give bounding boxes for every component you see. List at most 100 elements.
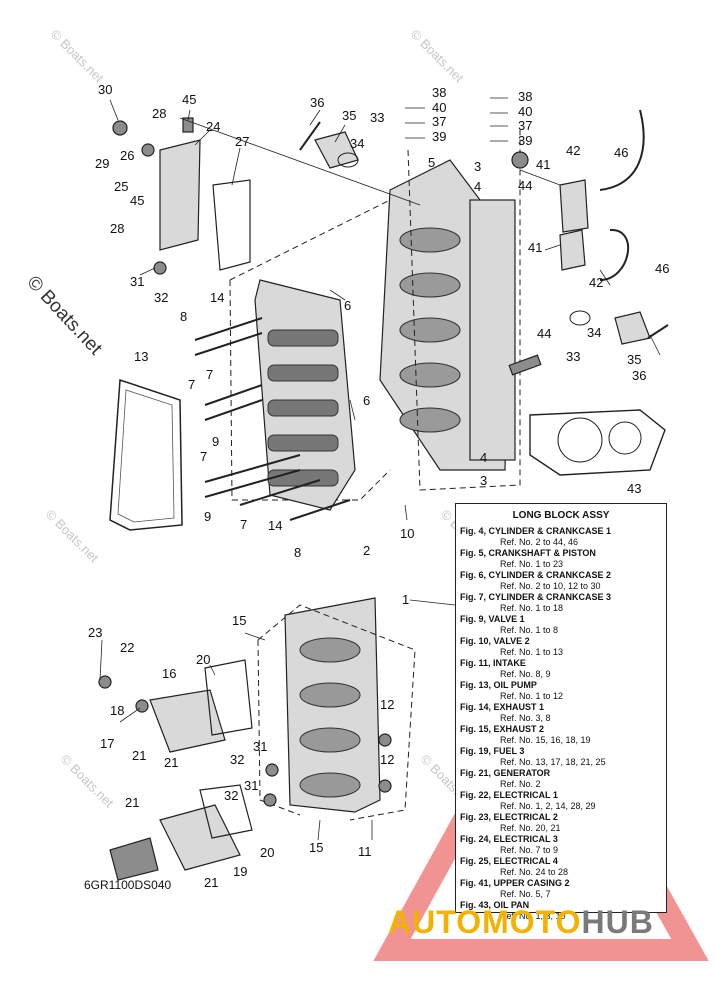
brand-part-1: AUTOMOTO bbox=[388, 904, 582, 940]
callout-3: 3 bbox=[474, 159, 481, 174]
legend-ref-label: Ref. No. 8, 9 bbox=[500, 668, 551, 679]
callout-21: 21 bbox=[204, 875, 218, 890]
callout-7: 7 bbox=[206, 367, 213, 382]
callout-23: 23 bbox=[88, 625, 102, 640]
callout-19: 19 bbox=[233, 864, 247, 879]
legend-ref-label: Ref. No. 20, 21 bbox=[500, 822, 561, 833]
callout-6: 6 bbox=[363, 393, 370, 408]
diagram-code: 6GR1100DS040 bbox=[84, 878, 172, 892]
crankcase-block bbox=[379, 159, 516, 471]
top-right-parts bbox=[508, 109, 645, 376]
callout-33: 33 bbox=[566, 349, 580, 364]
callout-9: 9 bbox=[204, 509, 211, 524]
brand-part-2: HUB bbox=[581, 904, 654, 940]
callout-46: 46 bbox=[655, 261, 669, 276]
callout-37: 37 bbox=[432, 114, 446, 129]
callout-38: 38 bbox=[518, 89, 532, 104]
callout-28: 28 bbox=[110, 221, 124, 236]
legend-fig-label: Fig. 41, UPPER CASING 2 bbox=[460, 878, 570, 888]
callout-34: 34 bbox=[350, 136, 364, 151]
callout-31: 31 bbox=[253, 739, 267, 754]
legend-ref-label: Ref. No. 24 to 28 bbox=[500, 866, 569, 877]
bolts bbox=[194, 317, 351, 521]
legend-ref-label: Ref. No. 1 to 8 bbox=[500, 624, 559, 635]
callout-12: 12 bbox=[380, 697, 394, 712]
legend-fig-label: Fig. 7, CYLINDER & CRANKCASE 3 bbox=[460, 592, 612, 602]
callout-10: 10 bbox=[400, 526, 414, 541]
callout-1: 1 bbox=[402, 592, 409, 607]
legend-ref-label: Ref. No. 3, 8 bbox=[500, 712, 551, 723]
callout-42: 42 bbox=[566, 143, 580, 158]
legend-fig-label: Fig. 22, ELECTRICAL 1 bbox=[460, 790, 558, 800]
callout-44: 44 bbox=[537, 326, 551, 341]
legend-ref-label: Ref. No. 5, 7 bbox=[500, 888, 551, 899]
legend-fig-label: Fig. 5, CRANKSHAFT & PISTON bbox=[460, 548, 596, 558]
callout-3: 3 bbox=[480, 473, 487, 488]
legend-ref-label: Ref. No. 1 to 23 bbox=[500, 558, 564, 569]
lower-block bbox=[284, 597, 381, 813]
legend-fig-label: Fig. 14, EXHAUST 1 bbox=[460, 702, 545, 712]
callout-17: 17 bbox=[100, 736, 114, 751]
lower-left-parts bbox=[98, 659, 392, 881]
legend-fig-label: Fig. 6, CYLINDER & CRANKCASE 2 bbox=[460, 570, 612, 580]
callout-20: 20 bbox=[260, 845, 274, 860]
legend-fig-label: Fig. 13, OIL PUMP bbox=[460, 680, 537, 690]
legend-fig-label: Fig. 23, ELECTRICAL 2 bbox=[460, 812, 558, 822]
callout-26: 26 bbox=[120, 148, 134, 163]
legend-box: LONG BLOCK ASSY Fig. 4, CYLINDER & CRANK… bbox=[455, 503, 667, 921]
callout-39: 39 bbox=[432, 129, 446, 144]
legend-ref-label: Ref. No. 2 to 44, 46 bbox=[500, 536, 579, 547]
callout-35: 35 bbox=[627, 352, 641, 367]
callout-31: 31 bbox=[244, 778, 258, 793]
cylinder-head-middle bbox=[254, 279, 356, 511]
callout-40: 40 bbox=[432, 100, 446, 115]
callout-8: 8 bbox=[294, 545, 301, 560]
callout-14: 14 bbox=[210, 290, 224, 305]
callout-31: 31 bbox=[130, 274, 144, 289]
legend-ref-label: Ref. No. 1, 3, 10 bbox=[500, 910, 566, 921]
callout-7: 7 bbox=[200, 449, 207, 464]
legend-ref-label: Ref. No. 15, 16, 18, 19 bbox=[500, 734, 591, 745]
callout-28: 28 bbox=[152, 106, 166, 121]
watermark-text: © Boats.net bbox=[48, 27, 107, 86]
legend-fig-label: Fig. 43, OIL PAN bbox=[460, 900, 530, 910]
callout-21: 21 bbox=[132, 748, 146, 763]
callout-7: 7 bbox=[188, 377, 195, 392]
gasket-13 bbox=[109, 378, 183, 531]
callout-2: 2 bbox=[363, 543, 370, 558]
watermark-text: © Boats.net bbox=[408, 27, 467, 86]
callout-13: 13 bbox=[134, 349, 148, 364]
callout-25: 25 bbox=[114, 179, 128, 194]
legend-ref-label: Ref. No. 13, 17, 18, 21, 25 bbox=[500, 756, 606, 767]
legend-ref-label: Ref. No. 7 to 9 bbox=[500, 844, 559, 855]
legend-fig-label: Fig. 24, ELECTRICAL 3 bbox=[460, 834, 558, 844]
legend-fig-label: Fig. 21, GENERATOR bbox=[460, 768, 551, 778]
legend-ref-label: Ref. No. 2 to 10, 12 to 30 bbox=[500, 580, 601, 591]
callout-4: 4 bbox=[480, 450, 487, 465]
legend-ref-label: Ref. No. 1, 2, 14, 28, 29 bbox=[500, 800, 596, 811]
leader-lines bbox=[99, 97, 661, 841]
callout-14: 14 bbox=[268, 518, 282, 533]
top-left-parts bbox=[112, 117, 251, 275]
callout-37: 37 bbox=[518, 118, 532, 133]
callout-7: 7 bbox=[240, 517, 247, 532]
legend-fig-label: Fig. 4, CYLINDER & CRANKCASE 1 bbox=[460, 526, 612, 536]
brand-logo: AUTOMOTOHUB bbox=[388, 904, 654, 941]
legend-ref-label: Ref. No. 2 bbox=[500, 778, 541, 789]
